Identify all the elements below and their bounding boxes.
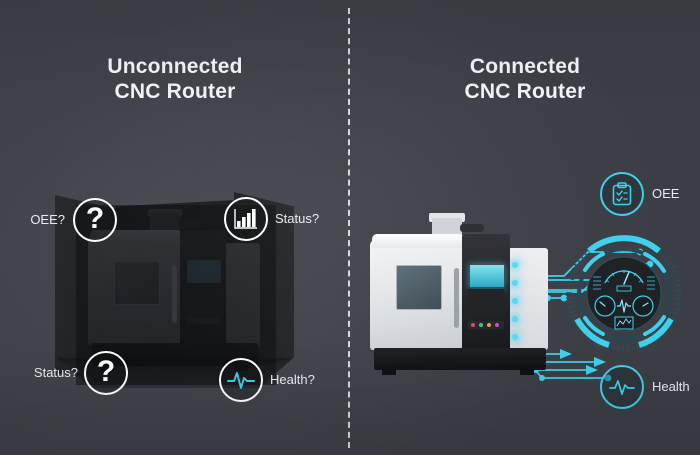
machine-indicator-light (471, 323, 475, 327)
machine-data-port-light (512, 334, 518, 340)
machine-data-port-light (512, 280, 518, 286)
telemetry-dashboard-hud (565, 235, 683, 353)
machine-foot (382, 369, 396, 375)
heartbeat-icon (227, 372, 255, 389)
badge-oee-unknown[interactable]: ? (73, 198, 117, 242)
machine-data-port-light (512, 262, 518, 268)
bar-chart-icon (234, 209, 257, 229)
machine-indicator-light (479, 323, 483, 327)
badge-status-chart[interactable] (224, 197, 268, 241)
machine-foot (520, 369, 534, 375)
machine-data-port-light (512, 316, 518, 322)
machine-window (396, 265, 442, 310)
badge-health[interactable] (600, 365, 644, 409)
machine-indicator-light (495, 323, 499, 327)
connected-panel (350, 140, 700, 430)
machine-screen-on (469, 264, 505, 288)
machine-door-handle (172, 265, 177, 323)
machine-button-row (186, 317, 220, 324)
badge-label-health-connected: Health (652, 379, 690, 394)
badge-label-oee: OEE? (30, 212, 65, 227)
machine-keypad (186, 285, 220, 315)
badge-label-oee-connected: OEE (652, 186, 680, 201)
machine-column-cap (429, 213, 465, 222)
machine-enclosure-top (372, 234, 464, 248)
page-title-right: Connected CNC Router (464, 55, 586, 103)
badge-oee[interactable] (600, 172, 644, 216)
question-mark-icon: ? (85, 202, 105, 235)
heartbeat-icon (609, 380, 635, 395)
machine-spindle-arm (178, 221, 200, 228)
badge-health-unknown[interactable] (219, 358, 263, 402)
badge-label-health: Health? (270, 372, 315, 387)
badge-label-status-top: Status? (275, 211, 320, 226)
machine-base (374, 348, 546, 370)
machine-spindle-arm (460, 224, 484, 232)
cnc-router-lit (370, 213, 550, 378)
clipboard-check-icon (612, 182, 632, 206)
machine-indicator-light (487, 323, 491, 327)
question-mark-icon: ? (96, 355, 116, 388)
badge-label-status-bottom: Status? (33, 365, 78, 380)
machine-keypad (468, 289, 504, 318)
machine-button-row (468, 321, 504, 329)
dashed-vertical-divider (348, 8, 350, 448)
machine-side-cabinet (224, 243, 260, 347)
page-title-left: Unconnected CNC Router (107, 55, 243, 103)
machine-door-handle (454, 268, 459, 328)
machine-screen-off (187, 260, 221, 283)
badge-status-unknown[interactable]: ? (84, 351, 128, 395)
machine-data-port-light (512, 298, 518, 304)
machine-window (114, 261, 160, 305)
